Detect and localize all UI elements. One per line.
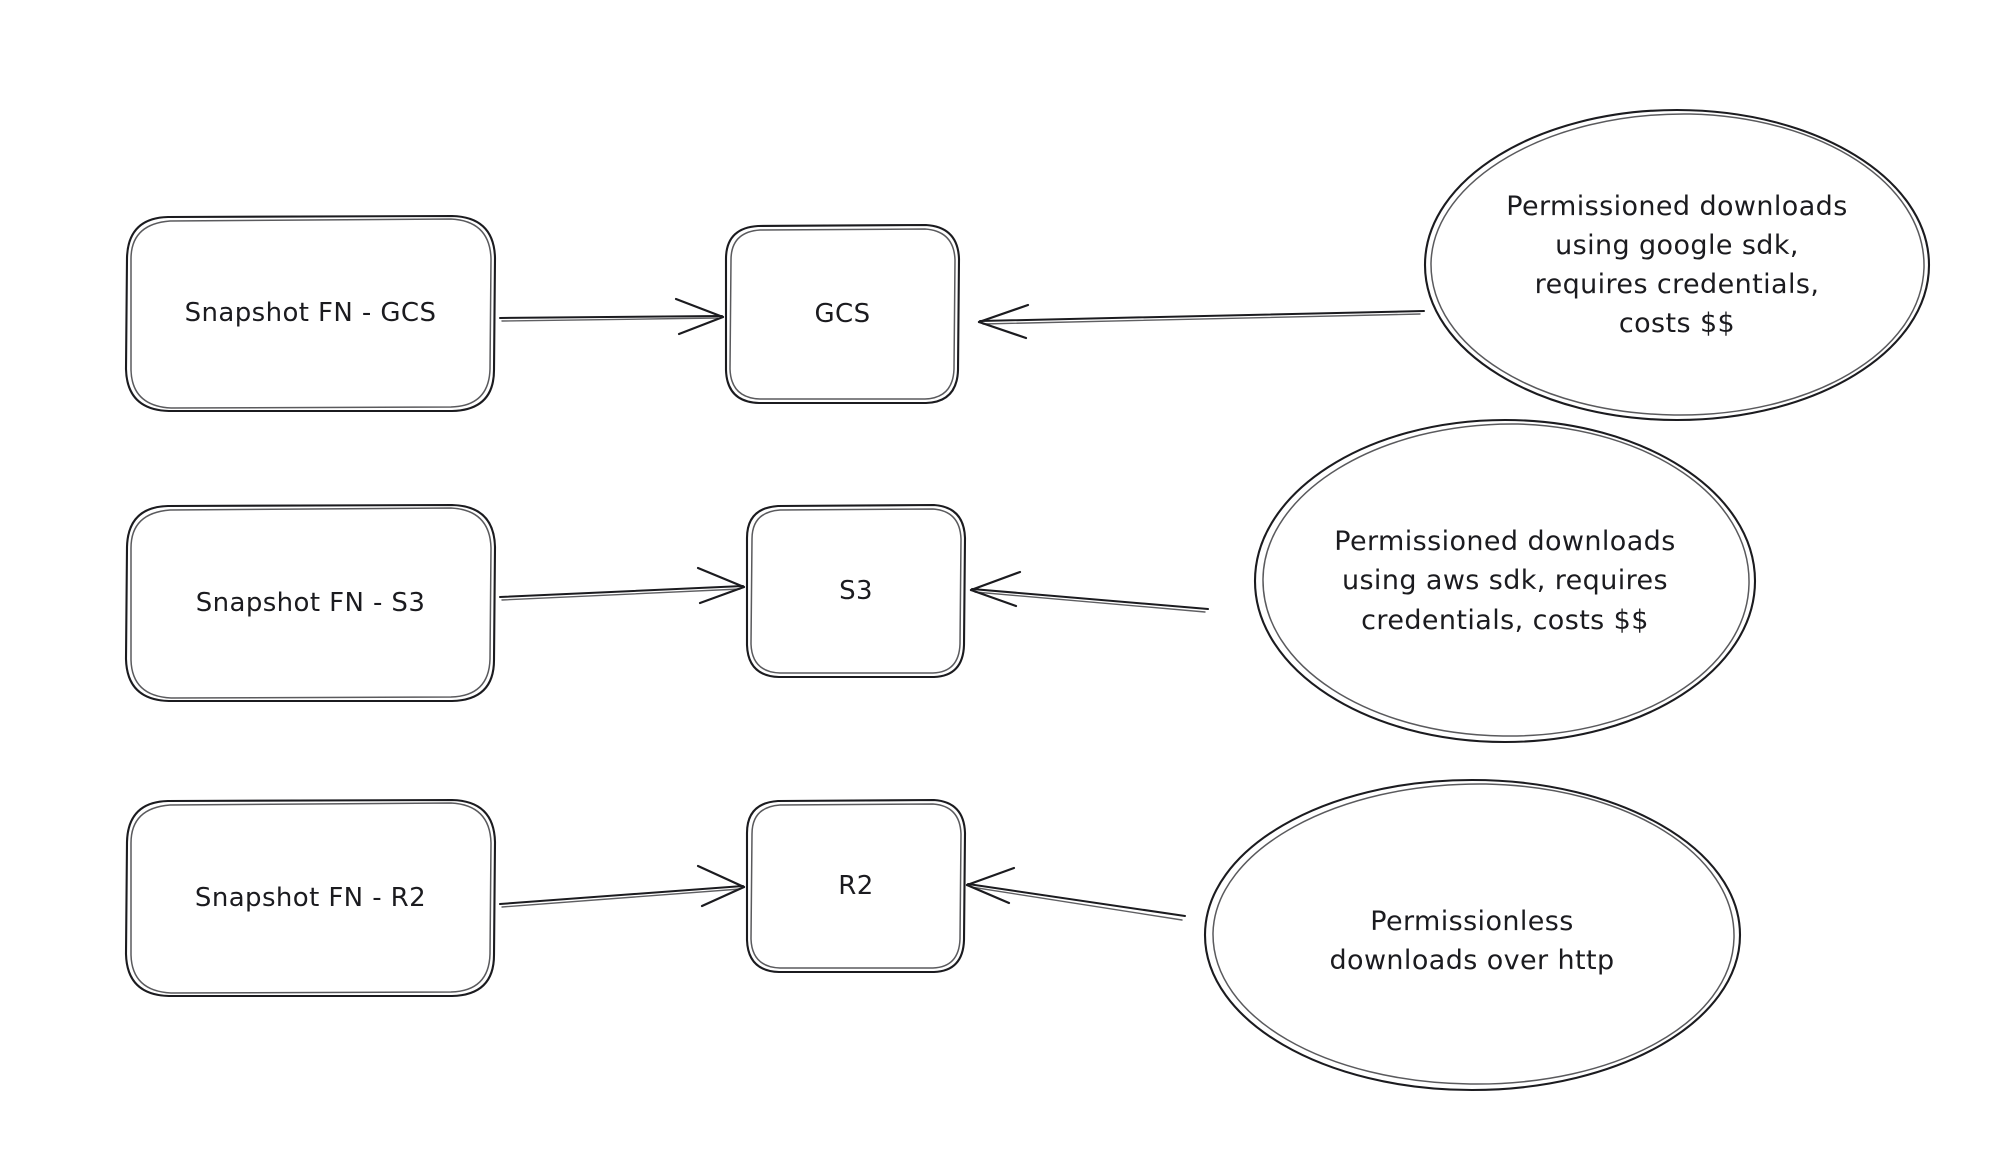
edge-note-aws-to-s3 [969,570,1209,613]
node-gcs-shape[interactable] [724,223,961,405]
note-aws-sdk-shape[interactable] [1253,418,1757,744]
edge-note-google-to-gcs [977,303,1425,340]
node-r2-shape[interactable] [745,798,967,974]
node-snapshot-fn-gcs-shape[interactable] [124,214,497,413]
note-permissionless-http-shape[interactable] [1203,778,1742,1092]
node-s3-shape[interactable] [745,503,967,679]
edge-snapshot-fn-s3-to-s3 [499,566,746,605]
node-snapshot-fn-r2-shape[interactable] [124,798,497,998]
edge-snapshot-fn-gcs-to-gcs [499,297,725,336]
edge-note-http-to-r2 [965,866,1186,921]
node-snapshot-fn-s3-shape[interactable] [124,503,497,703]
note-google-sdk-shape[interactable] [1423,108,1931,422]
edge-snapshot-fn-r2-to-r2 [499,864,746,908]
